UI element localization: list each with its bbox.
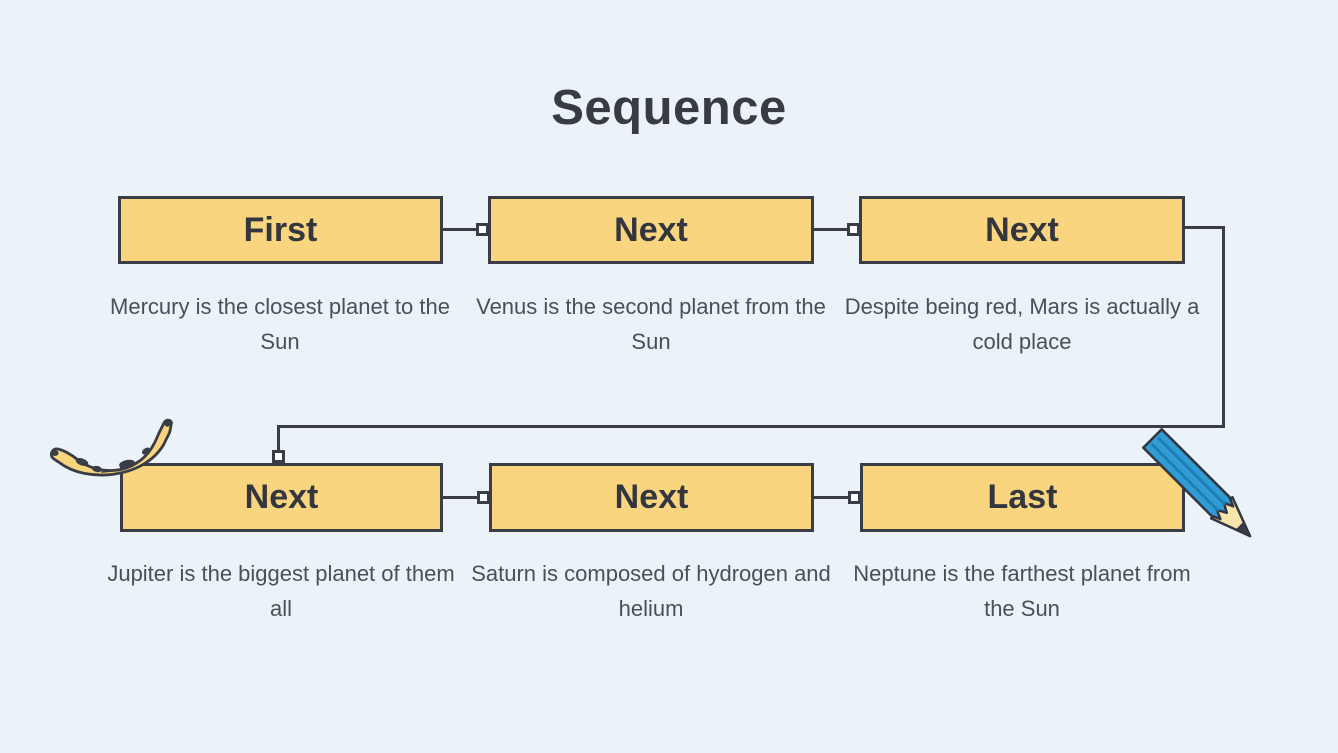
step-description-4: Jupiter is the biggest planet of them al… — [107, 561, 455, 621]
connector-line — [814, 228, 849, 231]
connector-node — [476, 223, 489, 236]
step-label-4: Next — [244, 478, 319, 516]
connector-line — [443, 496, 479, 499]
connector-node — [848, 491, 861, 504]
step-label-6: Last — [987, 478, 1058, 516]
connector-line — [443, 228, 478, 231]
step-box-1: First — [118, 196, 443, 264]
connector-node — [847, 223, 860, 236]
connector-line — [1185, 226, 1225, 229]
connector-line — [277, 425, 1225, 428]
step-box-2: Next — [488, 196, 814, 264]
step-box-3: Next — [859, 196, 1185, 264]
connector-node — [477, 491, 490, 504]
page-title: Sequence — [551, 81, 787, 135]
step-description-2: Venus is the second planet from the Sun — [476, 294, 826, 354]
banana-icon — [42, 415, 190, 504]
step-box-6: Last — [860, 463, 1185, 532]
step-description-1: Mercury is the closest planet to the Sun — [110, 294, 450, 354]
step-label-3: Next — [985, 210, 1059, 249]
pencil-icon — [1142, 418, 1262, 563]
step-box-4: Next — [120, 463, 443, 532]
connector-line — [814, 496, 850, 499]
step-description-3: Despite being red, Mars is actually a co… — [844, 294, 1200, 354]
step-label-5: Next — [614, 478, 689, 516]
step-label-1: First — [243, 210, 318, 249]
step-label-2: Next — [614, 210, 688, 249]
connector-node — [272, 450, 285, 463]
step-description-6: Neptune is the farthest planet from the … — [853, 561, 1191, 621]
step-box-5: Next — [489, 463, 814, 532]
connector-line — [1222, 226, 1225, 428]
step-description-5: Saturn is composed of hydrogen and heliu… — [471, 561, 831, 621]
connector-line — [277, 425, 280, 452]
